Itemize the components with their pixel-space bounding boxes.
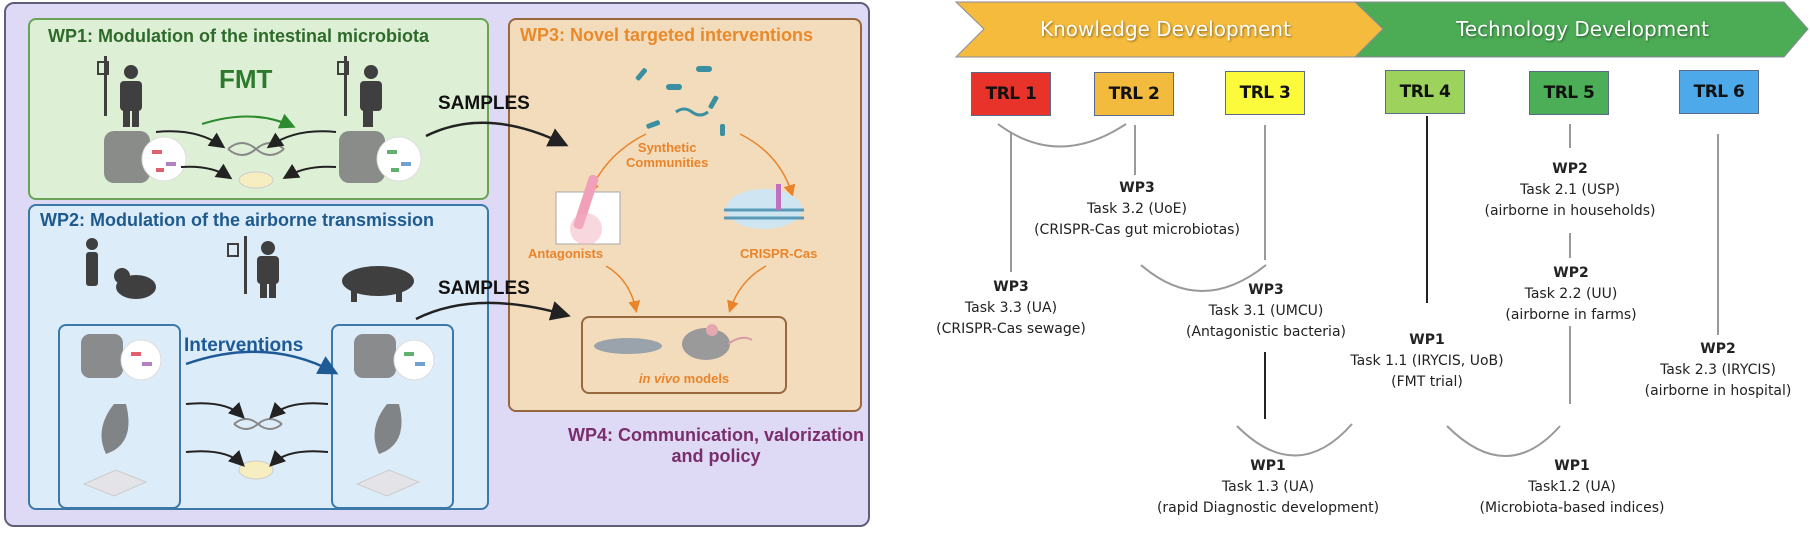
nose-icon: [101, 404, 129, 454]
trl-4-box: TRL 4: [1385, 70, 1465, 114]
bacteria-icon: [141, 136, 187, 182]
bacteria-icon: [376, 136, 422, 182]
in-vivo-models-box: in vivo models: [581, 316, 787, 394]
patient-iv-icon: [337, 56, 382, 127]
connector-lines-dark: [1264, 116, 1428, 419]
in-vivo-models-label: in vivo models: [638, 371, 730, 386]
petri-dish-icon: [238, 460, 274, 480]
dna-icon: [233, 418, 283, 430]
dog-icon: [114, 268, 156, 299]
intestine-icon: [104, 131, 150, 183]
larva-icon: [594, 338, 662, 354]
technology-development-label: Technology Development: [1456, 17, 1710, 41]
knowledge-development-label: Knowledge Development: [1040, 17, 1291, 41]
fmt-label: FMT: [219, 64, 273, 94]
nose-icon: [374, 404, 402, 454]
trl-6-box: TRL 6: [1679, 70, 1759, 114]
intestine-icon: [354, 334, 396, 378]
intestine-icon: [339, 131, 385, 183]
wp4-title: WP4: Communication, valorization and pol…: [567, 425, 865, 466]
slide-icon: [355, 469, 421, 497]
samples-label-wp2: SAMPLES: [438, 278, 530, 299]
crispr-cas-label: CRISPR-Cas: [740, 246, 818, 261]
person-icon: [86, 238, 98, 286]
technology-development-chevron: [1353, 1, 1809, 58]
trl-5-box: TRL 5: [1529, 71, 1609, 115]
patient-iv-icon: [97, 56, 142, 127]
petri-dish-icon: [238, 171, 274, 189]
intestine-icon: [81, 334, 123, 378]
wp2-after-box: [331, 324, 454, 509]
wp2-before-box: [58, 324, 181, 509]
samples-label-wp1: SAMPLES: [438, 93, 530, 114]
left-illustrations: [81, 56, 804, 497]
pig-icon: [342, 266, 414, 302]
wp2-title: WP2: Modulation of the airborne transmis…: [40, 210, 435, 230]
connector-lines: [997, 123, 1719, 457]
work-packages-panel: WP1: Modulation of the intestinal microb…: [4, 2, 870, 527]
bacteria-icon: [393, 339, 435, 381]
trl-1-box: TRL 1: [971, 72, 1051, 116]
wp3-title: WP3: Novel targeted interventions: [520, 25, 814, 45]
interventions-label: Interventions: [184, 335, 304, 356]
test-tube-icon: [555, 174, 621, 245]
bacteria-cluster-icon: [635, 66, 725, 136]
trl-2-box: TRL 2: [1094, 72, 1174, 116]
antagonists-label: Antagonists: [528, 246, 604, 261]
mouse-icon: [682, 324, 753, 360]
patient-iv-icon: [227, 236, 279, 298]
crispr-icon: [724, 184, 804, 229]
trl-3-box: TRL 3: [1225, 71, 1305, 115]
synthetic-communities-label: Synthetic Communities: [626, 140, 709, 170]
slide-icon: [82, 469, 148, 497]
wp1-title: WP1: Modulation of the intestinal microb…: [48, 26, 429, 46]
bacteria-icon: [120, 339, 162, 381]
